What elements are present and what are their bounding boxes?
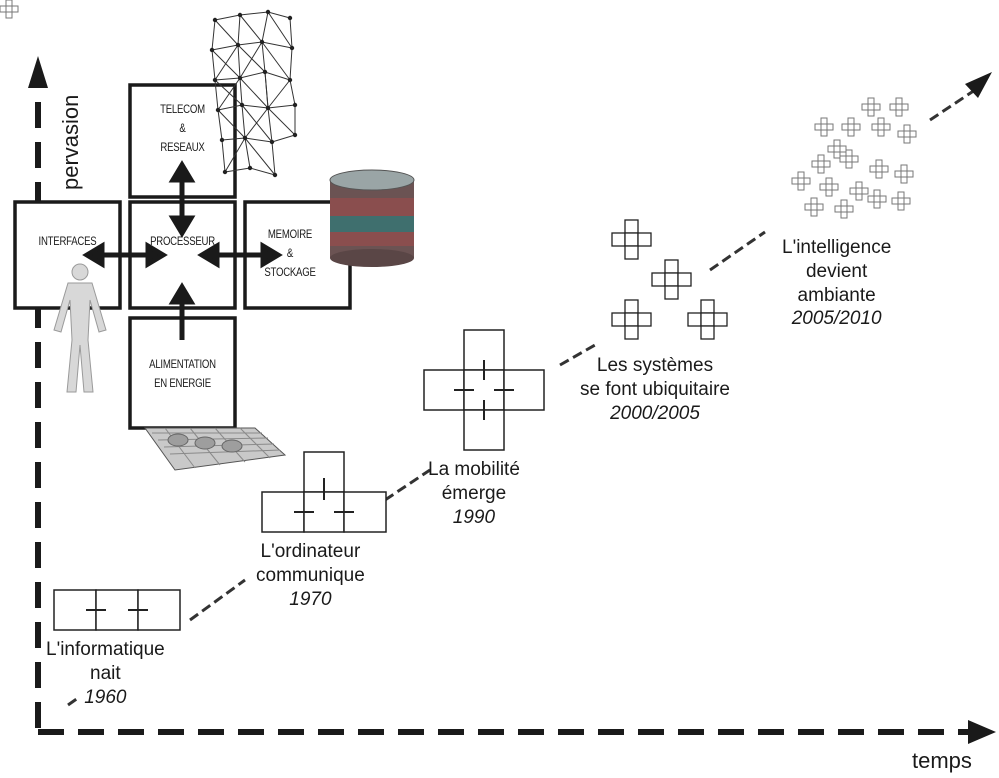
stage-1990-label: La mobilité émerge 1990 [428,458,520,529]
stage-1960-icon [53,589,181,631]
stage-1970-year: 1970 [289,588,332,610]
processor-label: PROCESSEUR [150,234,215,248]
stage-1960-line1: L'informatique [46,639,165,660]
memory-label: MEMOIRE & STOCKAGE [264,227,316,280]
y-axis [28,56,48,728]
stage-1990-line1: La mobilité [428,459,520,480]
stage-1990-year: 1990 [452,506,496,528]
network-mesh-graphic [209,9,298,178]
stage-2005-line3: ambiante [797,284,876,306]
interfaces-label: INTERFACES [38,234,97,248]
stage-1960-year: 1960 [84,686,127,708]
stage-2000-line2: se font ubiquitaire [580,378,730,400]
stage-2005-icon [0,0,917,219]
stage-1970-line2: communique [256,564,365,586]
storage-cylinder-graphic [329,169,415,267]
stage-2000-icon [611,219,728,340]
stage-1970-label: L'ordinateur communique 1970 [256,540,365,611]
stage-2005-line2: devient [805,260,868,282]
architecture-arrows [82,160,283,340]
stage-2000-line1: Les systèmes [596,355,714,376]
stage-2005-year: 2005/2010 [791,308,882,330]
trend-line [67,88,976,707]
stage-1990-line2: émerge [441,482,507,504]
stage-1960-line2: nait [90,662,121,684]
y-axis-label: pervasion [58,94,83,190]
power-label: ALIMENTATION EN ENERGIE [149,357,216,391]
stage-2005-label: L'intelligence devient ambiante 2005/201… [782,236,891,331]
stage-2000-label: Les systèmes se font ubiquitaire 2000/20… [580,354,730,425]
stage-1990-icon [423,329,545,451]
x-axis [38,720,996,744]
stage-2000-year: 2000/2005 [610,402,700,424]
telecom-label: TELECOM & RESEAUX [160,102,205,155]
stage-1970-line1: L'ordinateur [260,541,361,562]
solar-panel-graphic [144,427,287,471]
human-figure-graphic [53,263,107,393]
stage-1960-label: L'informatique nait 1960 [46,638,165,709]
stage-1970-icon [261,451,387,533]
stage-2005-line1: L'intelligence [782,237,892,258]
trend-arrowhead [965,72,992,98]
x-axis-label: temps [912,748,972,773]
